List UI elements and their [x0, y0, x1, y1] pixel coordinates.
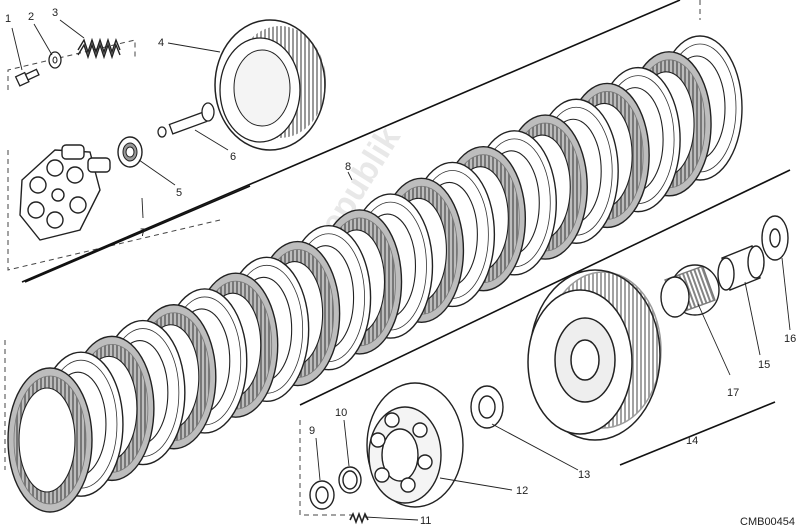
- callout-16: 16: [784, 333, 796, 345]
- callout-5: 5: [176, 187, 182, 199]
- callout-11: 11: [420, 515, 431, 527]
- group-outlines: [4, 0, 701, 516]
- part-small-spring: [349, 511, 369, 525]
- group-brackets: [21, 0, 791, 406]
- part-thin-ring: [338, 466, 362, 494]
- part-spring-retainer: [19, 144, 111, 241]
- part-bearing: [117, 136, 143, 168]
- callout-17: 17: [727, 387, 739, 399]
- callout-4: 4: [158, 37, 164, 49]
- friction-plate: [7, 367, 93, 513]
- clutch-plate-stack: [7, 35, 743, 513]
- callout-13: 13: [578, 469, 590, 481]
- bracket-14: [619, 401, 776, 466]
- part-needle-bearing: [660, 264, 720, 318]
- callout-2: 2: [28, 11, 34, 23]
- part-thrust-washer: [470, 385, 504, 429]
- part-pushrod: [157, 102, 215, 138]
- callout-10: 10: [335, 407, 347, 419]
- part-spring: [77, 37, 121, 60]
- callout-6: 6: [230, 151, 236, 163]
- part-bushing: [309, 480, 335, 510]
- part-pressure-plate: [214, 19, 326, 151]
- part-inner-hub: [366, 382, 464, 508]
- callout-7: 7: [140, 227, 146, 239]
- callout-14: 14: [686, 435, 698, 447]
- callout-12: 12: [516, 485, 528, 497]
- bracket-7: [24, 185, 251, 283]
- part-spacer: [717, 245, 765, 291]
- part-washer: [48, 51, 62, 69]
- part-end-washer: [761, 215, 789, 261]
- callout-labels: 1 2 3 4 5 6 7 8 9 10 11 12 13 14 15 16 1…: [5, 7, 796, 527]
- leader-lines: [11, 19, 791, 521]
- callout-3: 3: [52, 7, 58, 19]
- callout-9: 9: [309, 425, 315, 437]
- drawing-code: CMB00454: [740, 516, 795, 528]
- callout-15: 15: [758, 359, 770, 371]
- callout-8: 8: [345, 161, 351, 173]
- part-clutch-housing: [527, 269, 662, 441]
- callout-1: 1: [5, 13, 11, 25]
- part-bolt: [14, 68, 40, 87]
